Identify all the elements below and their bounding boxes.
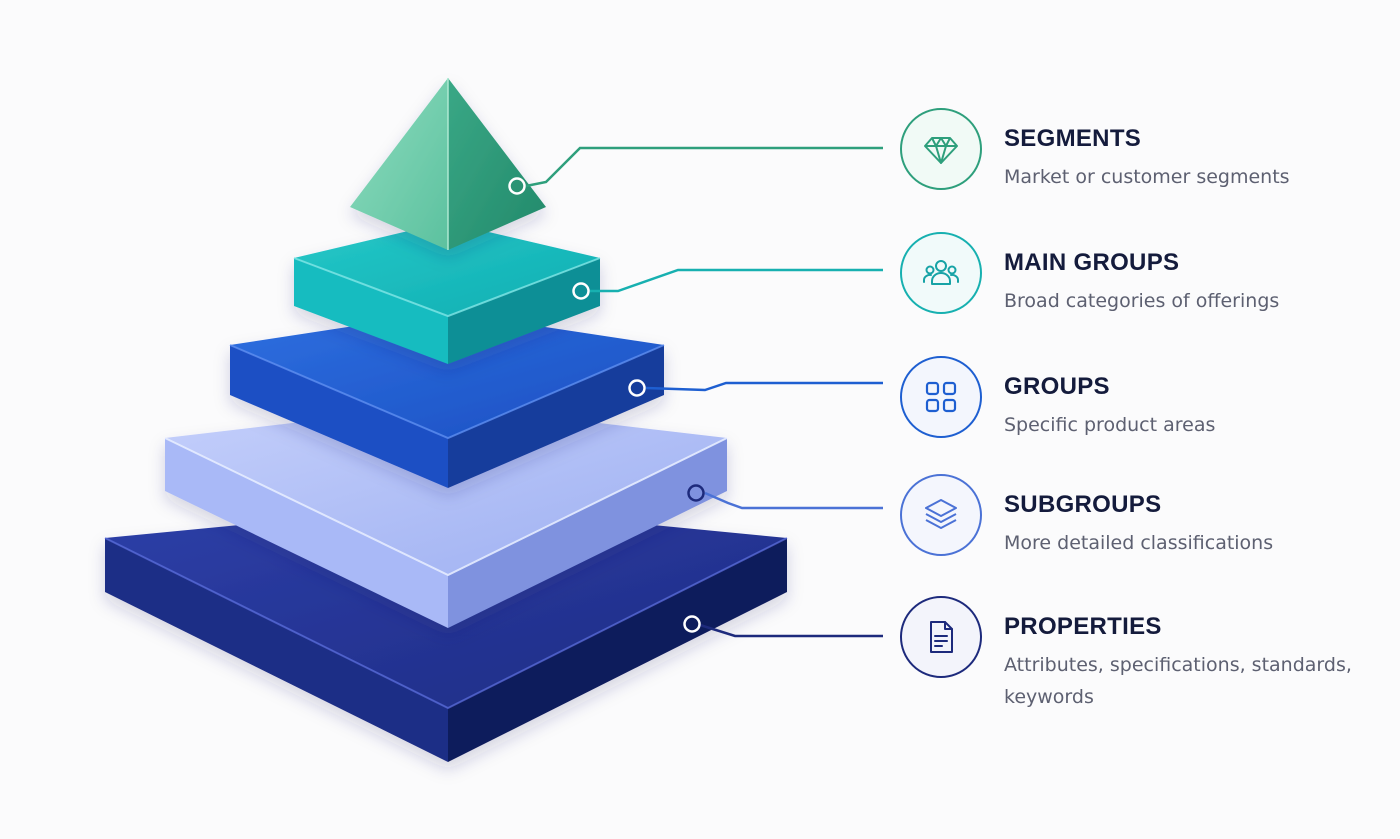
level-title-subgroups: SUBGROUPS xyxy=(1004,491,1162,518)
slab-left-face-properties xyxy=(105,538,448,762)
icon-circle-subgroups xyxy=(900,474,982,556)
icon-circle-segments xyxy=(900,108,982,190)
pyramid-level-segments xyxy=(350,78,546,250)
anchor-dot-main-groups xyxy=(572,282,590,300)
level-title-groups: GROUPS xyxy=(1004,373,1110,400)
icon-circle-properties xyxy=(900,596,982,678)
connector-subgroups xyxy=(704,491,883,510)
anchor-dot-segments xyxy=(508,177,526,195)
layers-icon xyxy=(925,499,957,529)
anchor-dot-subgroups xyxy=(687,484,705,502)
level-description-subgroups: More detailed classifications xyxy=(1004,532,1274,554)
slab-right-face-groups xyxy=(448,345,664,488)
tip-left-face-segments xyxy=(350,78,448,250)
document-icon xyxy=(930,621,953,653)
connector-groups xyxy=(645,381,883,392)
anchor-dots xyxy=(508,177,705,633)
level-title-main-groups: MAIN GROUPS xyxy=(1004,249,1180,276)
connector-segments xyxy=(525,146,883,188)
people-group-icon xyxy=(922,260,960,285)
level-description-main-groups: Broad categories of offerings xyxy=(1004,290,1280,312)
slab-top-face-subgroups xyxy=(165,405,727,575)
slab-left-face-subgroups xyxy=(165,438,448,628)
level-title-properties: PROPERTIES xyxy=(1004,613,1162,640)
connector-main-groups xyxy=(590,268,883,293)
anchor-dot-properties xyxy=(683,615,701,633)
slab-right-face-properties xyxy=(448,538,787,762)
slab-top-face-main-groups xyxy=(294,222,600,316)
pyramid-level-groups xyxy=(229,312,665,488)
level-description-groups: Specific product areas xyxy=(1004,414,1216,436)
icon-circle-main-groups xyxy=(900,232,982,314)
tip-right-face-segments xyxy=(448,78,546,250)
pyramid-level-main-groups xyxy=(293,222,601,364)
level-description-segments: Market or customer segments xyxy=(1004,166,1290,188)
slab-top-face-groups xyxy=(230,312,664,438)
slab-left-face-main-groups xyxy=(294,258,448,364)
pyramid-level-subgroups xyxy=(164,405,728,628)
anchor-dot-groups xyxy=(628,379,646,397)
icon-circle-groups xyxy=(900,356,982,438)
diamond-icon xyxy=(924,137,958,164)
grid-icon xyxy=(925,381,957,413)
slab-left-face-groups xyxy=(230,345,448,488)
level-description-properties: Attributes, specifications, standards, k… xyxy=(1004,654,1352,708)
connector-lines xyxy=(525,146,883,638)
connector-properties xyxy=(699,623,883,638)
level-title-segments: SEGMENTS xyxy=(1004,125,1142,152)
slab-right-face-subgroups xyxy=(448,438,727,628)
slab-right-face-main-groups xyxy=(448,258,600,364)
